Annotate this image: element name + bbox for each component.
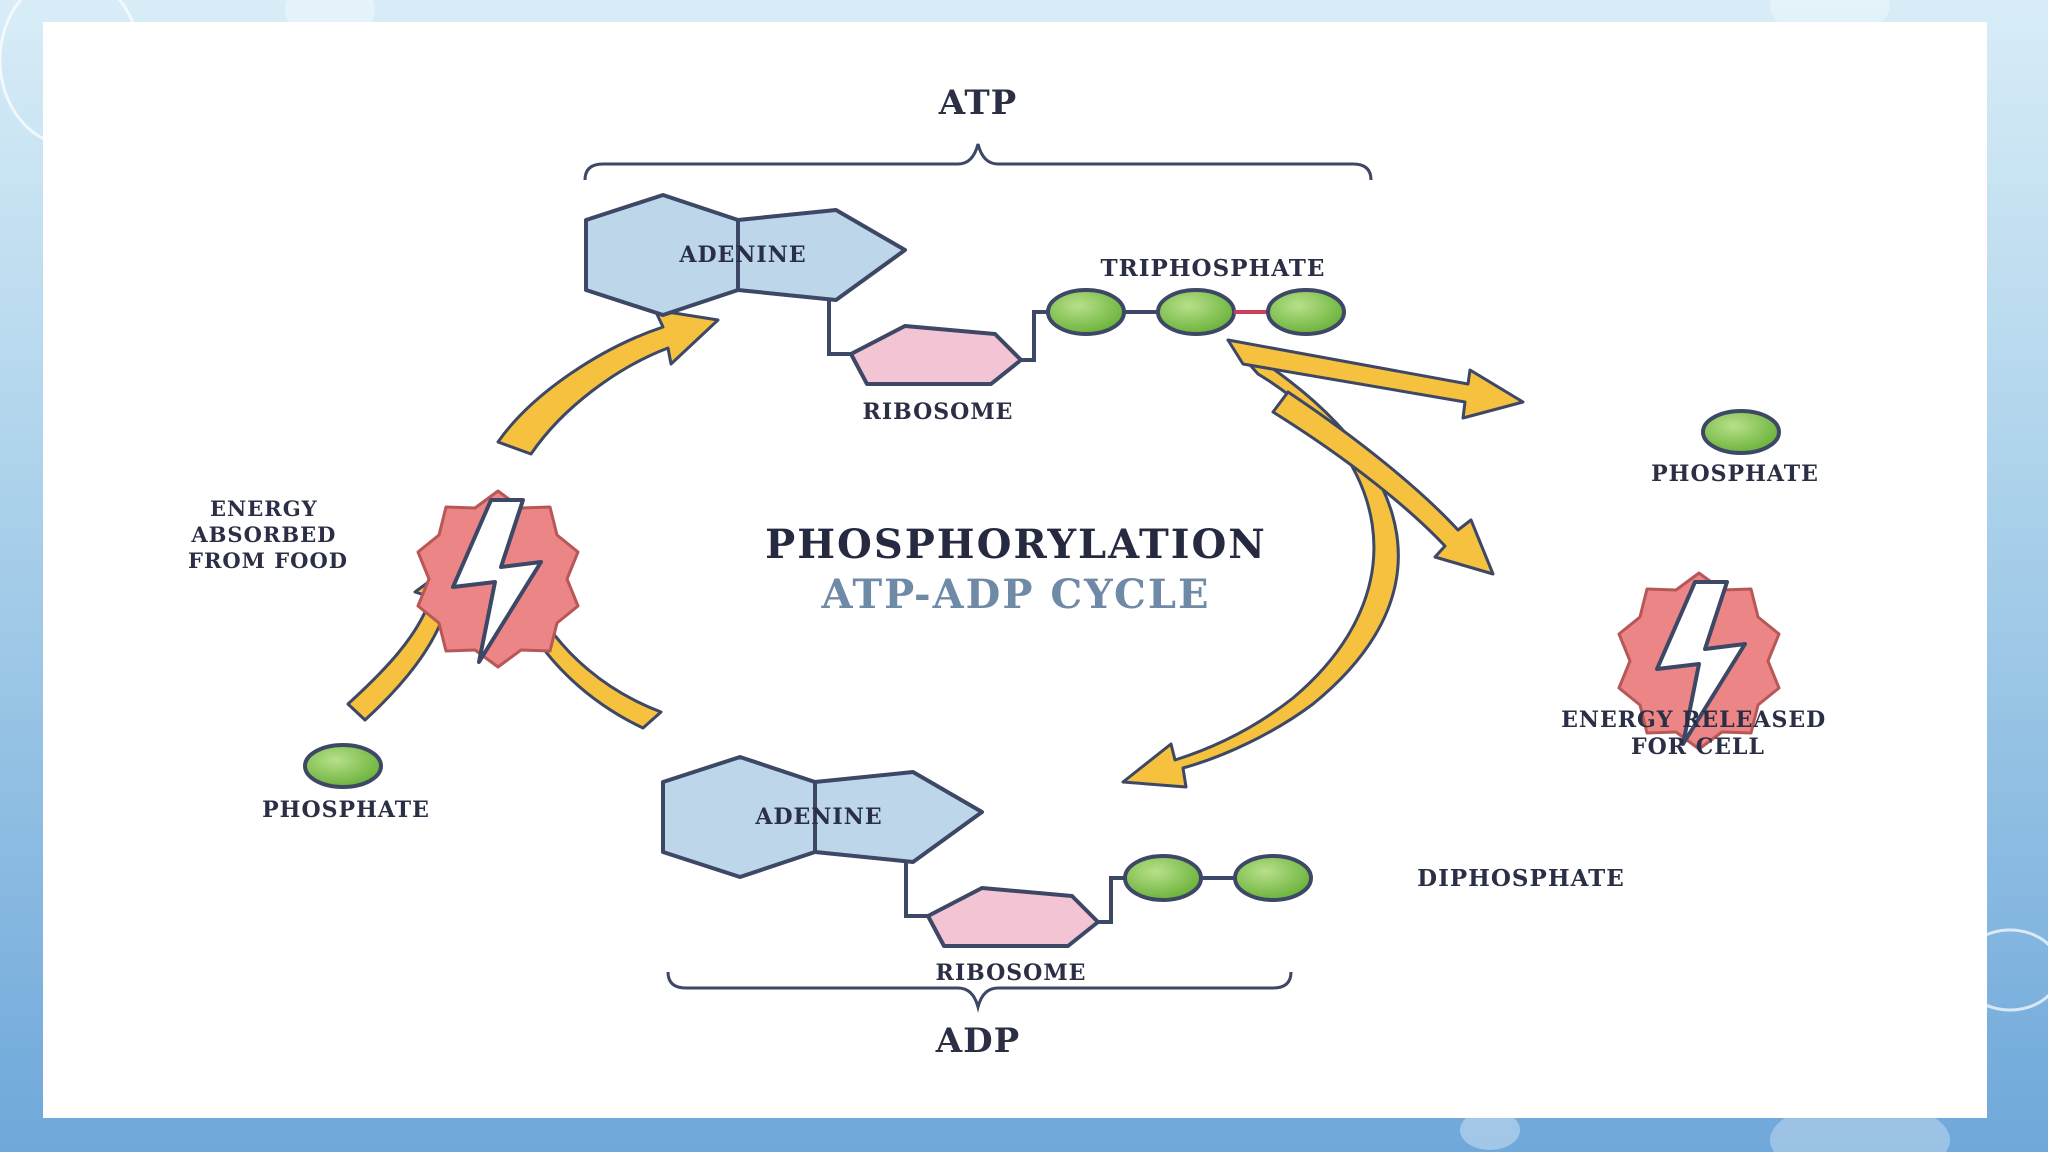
diagram-title: PHOSPHORYLATION	[765, 521, 1267, 568]
arrow-release-energy	[1271, 390, 1495, 576]
slide-card: ATP ADENINE RIBOSOME TRIPHOSPHATE PHOSPH…	[43, 22, 1987, 1118]
atp-adenine-pentagon	[736, 208, 907, 302]
arrow-release-phosphate	[1226, 338, 1525, 420]
adp-molecule: ADENINE RIBOSOME DIPHOSPHATE	[661, 755, 1625, 986]
adp-label: ADP	[935, 1021, 1020, 1061]
atp-ribose-label: RIBOSOME	[863, 399, 1014, 425]
atp-label: ATP	[938, 83, 1017, 123]
arrow-atp-to-adp	[1121, 338, 1400, 789]
adp-brace	[666, 971, 1293, 1013]
atp-triphosphate-label: TRIPHOSPHATE	[1101, 255, 1326, 282]
atp-phosphate-2	[1156, 288, 1236, 336]
energy-released-label: ENERGY RELEASED FOR CELL	[1561, 707, 1835, 760]
adp-ribose-label: RIBOSOME	[936, 960, 1087, 986]
phosphate-right-label: PHOSPHATE	[1651, 461, 1819, 487]
phosphate-left-label: PHOSPHATE	[262, 797, 430, 823]
atp-ribose-pentagon	[849, 324, 1023, 386]
atp-phosphate-3	[1266, 288, 1346, 336]
atp-brace	[583, 143, 1373, 181]
atp-adenine-label: ADENINE	[678, 242, 806, 268]
adp-adenine-label: ADENINE	[754, 804, 882, 830]
energy-absorbed-icon	[416, 489, 580, 669]
adp-diphosphate-label: DIPHOSPHATE	[1417, 865, 1625, 892]
arrow-to-atp	[496, 308, 720, 456]
atp-adp-cycle-diagram: ATP ADENINE RIBOSOME TRIPHOSPHATE PHOSPH…	[188, 83, 1835, 1061]
free-phosphate-left	[303, 743, 383, 789]
adp-ribose-pentagon	[926, 886, 1100, 948]
adp-adenine-pentagon	[813, 770, 984, 864]
adp-phosphate-2	[1233, 854, 1313, 902]
diagram-subtitle: ATP-ADP CYCLE	[821, 571, 1211, 618]
adp-phosphate-1	[1123, 854, 1203, 902]
free-phosphate-right	[1701, 409, 1781, 455]
atp-phosphate-1	[1046, 288, 1126, 336]
energy-released-icon	[1617, 571, 1781, 751]
energy-absorbed-label: ENERGY ABSORBED FROM FOOD	[188, 496, 348, 573]
atp-molecule: ADENINE RIBOSOME TRIPHOSPHATE	[584, 193, 1346, 425]
